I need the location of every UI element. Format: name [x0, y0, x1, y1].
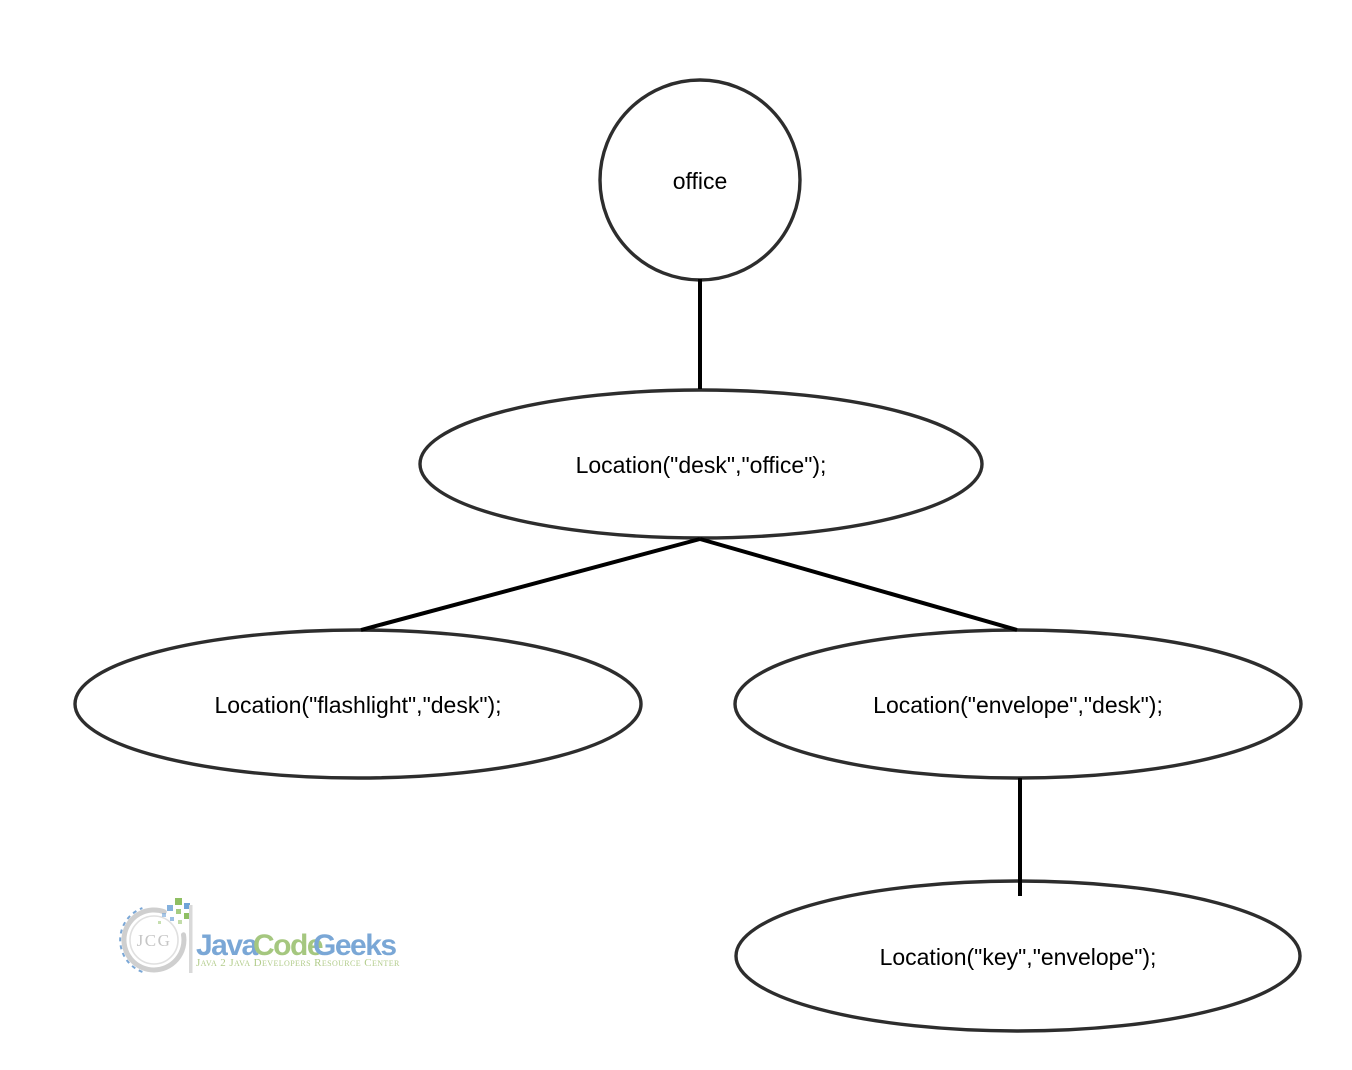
logo-word-geeks: Geeks [313, 929, 396, 962]
node-desk-label: Location("desk","office"); [576, 452, 827, 478]
edge-desk-envelope [699, 537, 1018, 632]
logo-tagline: Java 2 Java Developers Resource Center [196, 957, 400, 969]
node-key-label: Location("key","envelope"); [880, 944, 1157, 970]
logo-wordmark: Java Code Geeks [196, 929, 396, 962]
logo-dashed-arc [119, 907, 143, 973]
javacodegeeks-logo: JCG Java Code Geeks Ja [119, 898, 400, 973]
logo-divider [189, 905, 193, 973]
node-flashlight-label: Location("flashlight","desk"); [214, 692, 501, 718]
logo-pixel-cluster-icon [158, 898, 190, 924]
node-office-label: office [673, 168, 728, 194]
logo-word-java: Java [196, 929, 259, 962]
edge-desk-flashlight [360, 537, 701, 632]
node-flashlight-shape [73, 628, 643, 780]
logo-word-code: Code [253, 929, 323, 962]
node-envelope-label: Location("envelope","desk"); [873, 692, 1163, 718]
logo-swoosh-arc [121, 907, 187, 973]
logo-inner-ring [129, 915, 179, 965]
logo-monogram-text: JCG [137, 931, 172, 950]
